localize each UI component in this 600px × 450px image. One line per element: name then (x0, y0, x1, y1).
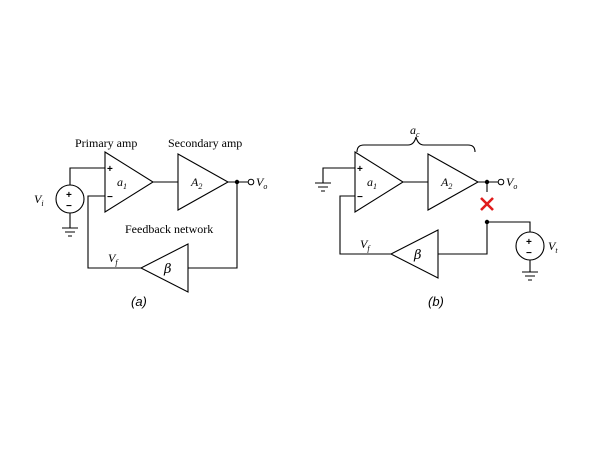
vf-label: Vf (360, 237, 371, 253)
primary-amplifier (354, 151, 405, 213)
ac-brace (356, 136, 476, 153)
a1-label: a1 (367, 175, 377, 191)
feedback-wire-right (188, 182, 238, 269)
output-terminal (247, 178, 255, 186)
a2-label: A2 (190, 175, 202, 191)
beta-network (389, 229, 439, 279)
a1-minus-sign: − (107, 192, 113, 203)
caption-b: (b) (428, 294, 444, 309)
ac-label: ac (410, 123, 420, 139)
a1-minus-sign: − (357, 192, 363, 203)
a1-label: a1 (117, 175, 127, 191)
vt-source-minus: − (526, 248, 532, 259)
secondary-amplifier (427, 153, 480, 211)
beta-network (139, 243, 189, 293)
a1-plus-sign: + (107, 164, 113, 175)
feedback-wire-left (87, 195, 141, 269)
a2-label: A2 (440, 175, 452, 191)
primary-amplifier (104, 151, 155, 213)
input-wire (322, 167, 355, 178)
panel-b: ac + − a1 A2 Vo + − Vt (315, 123, 558, 309)
caption-a: (a) (131, 294, 147, 309)
vo-label: Vo (506, 175, 517, 191)
feedback-wire-left (339, 195, 391, 255)
vi-label: Vi (34, 192, 44, 208)
panel-a: Primary amp Secondary amp + − Vi + − a1 … (34, 136, 267, 309)
ground-symbol (522, 260, 538, 281)
input-wire (69, 167, 105, 185)
loop-break-cross (480, 197, 494, 211)
vi-source-minus: − (66, 201, 72, 212)
secondary-amp-label: Secondary amp (168, 136, 242, 150)
vi-source-plus: + (66, 190, 72, 201)
output-terminal (497, 178, 505, 186)
vo-label: Vo (256, 175, 267, 191)
vf-label: Vf (108, 251, 119, 267)
ground-symbol (315, 178, 331, 192)
beta-label: β (163, 262, 172, 277)
feedback-wire-right (438, 222, 488, 255)
vt-source-plus: + (526, 237, 532, 248)
a1-plus-sign: + (357, 164, 363, 175)
vt-label: Vt (548, 239, 558, 255)
ground-symbol (62, 213, 78, 237)
secondary-amplifier (177, 153, 230, 211)
test-source-wire (487, 221, 531, 232)
primary-amp-label: Primary amp (75, 136, 137, 150)
beta-label: β (413, 248, 422, 263)
feedback-network-label: Feedback network (125, 222, 213, 236)
